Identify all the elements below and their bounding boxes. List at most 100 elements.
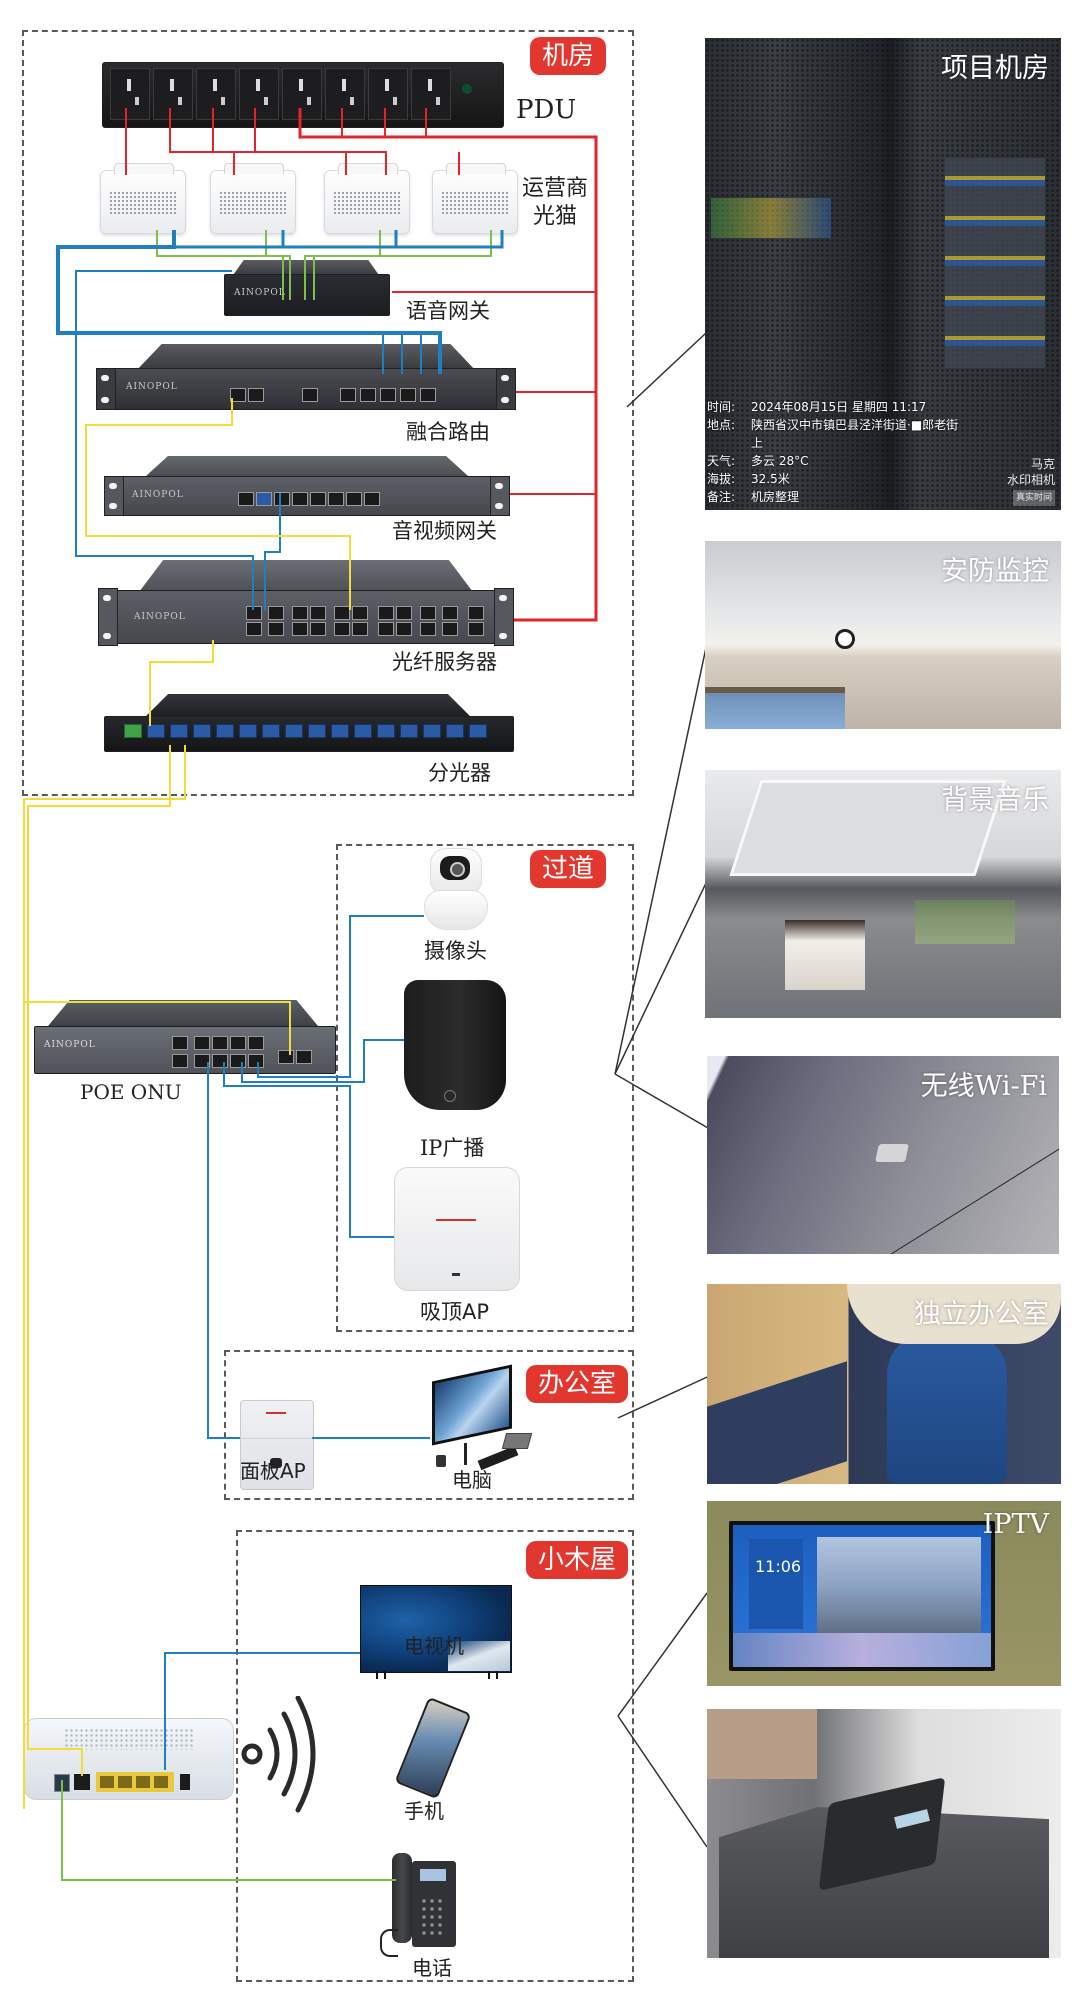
splitter-port <box>216 724 234 738</box>
info-altitude-key: 海拔: <box>707 472 736 486</box>
pdu-socket <box>110 68 150 120</box>
pdu-label: PDU <box>516 95 577 125</box>
splitter-port <box>354 724 372 738</box>
converged-router-brand: AINOPOL <box>126 382 178 392</box>
watermark-line2: 水印相机 <box>1006 473 1055 487</box>
voice-gateway-label: 语音网关 <box>406 299 490 323</box>
splitter-port <box>147 724 165 738</box>
panel-ap-device <box>240 1400 314 1490</box>
poe-onu-device: AINOPOL <box>34 1000 336 1080</box>
onu-port <box>248 1036 264 1050</box>
photo-info-overlay: 时间: 2024年08月15日 星期四 11:17 地点: 陕西省汉中市镇巴县泾洋街… <box>707 398 961 506</box>
photo-title-office: 独立办公室 <box>914 1299 1049 1330</box>
onu-port <box>172 1054 188 1068</box>
fiber-wire <box>23 745 186 1809</box>
photo-title-machine-room: 项目机房 <box>941 53 1049 84</box>
pdu-socket <box>239 68 279 120</box>
pdu-socket <box>368 68 408 120</box>
fiber-server-port <box>352 622 368 636</box>
fiber-server-port <box>396 622 412 636</box>
connector-line <box>614 880 708 1075</box>
fiber-wire <box>149 640 214 726</box>
photo-title-wifi: 无线Wi-Fi <box>920 1071 1047 1102</box>
network-wire <box>241 1039 404 1083</box>
info-location-key: 地点: <box>707 418 736 432</box>
splitter-port <box>239 724 257 738</box>
fiber-server-port <box>396 606 412 620</box>
info-weather-key: 天气: <box>707 454 736 468</box>
pdu-socket <box>196 68 236 120</box>
voice-wire <box>265 230 291 300</box>
info-location-value: 陕西省汉中市镇巴县泾洋街道·■郎老街上 <box>751 418 959 450</box>
fiber-server-port <box>334 606 350 620</box>
photo-background-music: 背景音乐 <box>705 770 1061 1018</box>
pdu-socket <box>411 68 451 120</box>
photo-office: 独立办公室 <box>707 1284 1061 1484</box>
splitter-port <box>469 724 487 738</box>
voice-wire <box>61 1780 396 1881</box>
network-wire <box>207 1062 240 1439</box>
photo-title-iptv: IPTV <box>982 1509 1049 1540</box>
zone-tag-cabin: 小木屋 <box>526 1541 629 1579</box>
connector-line <box>617 1715 708 1848</box>
onu-port <box>212 1036 228 1050</box>
fiber-server-port <box>310 622 326 636</box>
fiber-server-port <box>268 606 284 620</box>
fiber-server-port <box>378 606 394 620</box>
photo-title-background-music: 背景音乐 <box>941 785 1049 816</box>
desk-phone-device <box>374 1853 460 1963</box>
info-time-key: 时间: <box>707 400 736 414</box>
network-wire <box>264 493 281 610</box>
pdu-socket <box>282 68 322 120</box>
fiber-server-port <box>334 622 350 636</box>
onu-port <box>230 1036 246 1050</box>
fiber-server-port <box>420 622 436 636</box>
fiber-server-port <box>246 622 262 636</box>
connector-line <box>617 1592 708 1717</box>
fiber-server-device: AINOPOL <box>98 560 514 646</box>
pdu-socket <box>325 68 365 120</box>
desk-phone-label: 电话 <box>412 1956 452 1980</box>
pdu-power-switch <box>462 84 472 94</box>
fiber-server-brand: AINOPOL <box>134 612 186 622</box>
ip-broadcast-label: IP广播 <box>420 1136 485 1160</box>
info-note-value: 机房整理 <box>751 490 800 504</box>
zone-office <box>224 1350 634 1500</box>
network-wire <box>223 1062 394 1238</box>
onu-port <box>248 1054 264 1068</box>
onu-port <box>172 1036 188 1050</box>
onu-port <box>194 1054 210 1068</box>
power-wire <box>169 108 387 175</box>
poe-onu-label: POE ONU <box>80 1080 182 1104</box>
voice-wire <box>304 230 381 300</box>
pdu-socket <box>153 68 193 120</box>
watermark: 马克 水印相机 真实时间 <box>1007 456 1055 506</box>
onu-port <box>296 1050 312 1064</box>
fiber-server-port <box>442 606 458 620</box>
splitter-port <box>193 724 211 738</box>
watermark-line1: 马克 <box>1030 457 1055 471</box>
info-time-value: 2024年08月15日 星期四 11:17 <box>751 400 927 414</box>
watermark-badge: 真实时间 <box>1012 490 1055 506</box>
voice-wire <box>156 230 284 300</box>
fiber-wire <box>23 799 291 1055</box>
connector-line <box>626 332 707 408</box>
splitter-port <box>124 724 142 738</box>
splitter-port <box>170 724 188 738</box>
camera-device <box>424 848 488 930</box>
splitter-port <box>400 724 418 738</box>
connector-line <box>614 1073 709 1129</box>
onu-port <box>194 1036 210 1050</box>
fiber-server-port <box>292 606 308 620</box>
network-wire <box>174 230 504 249</box>
panel-ap-label: 面板AP <box>240 1459 306 1483</box>
carrier-modem-label: 运营商 光猫 <box>522 175 588 231</box>
fiber-server-port <box>468 622 484 636</box>
computer-label: 电脑 <box>452 1468 492 1492</box>
ceiling-ap-device <box>394 1167 520 1291</box>
wifi-signal-icon <box>241 1696 316 1813</box>
av-gateway-label: 音视频网关 <box>392 519 497 543</box>
voice-wire <box>313 230 492 300</box>
converged-router-label: 融合路由 <box>406 420 490 444</box>
